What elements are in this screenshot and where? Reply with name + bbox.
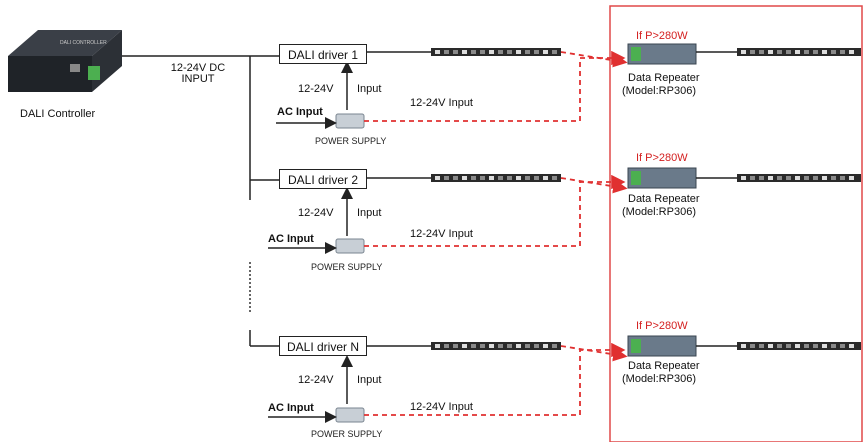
- dali-controller-device: DALI CONTROLLER: [8, 30, 122, 92]
- branch3-led-strip-extended: [737, 342, 861, 350]
- branch2-psu-output-label: 12-24V Input: [410, 228, 473, 240]
- branch2-vertical-right-label: Input: [357, 207, 382, 219]
- branchN-repeater-model: (Model:RP306): [622, 373, 696, 385]
- branch2-repeater-model: (Model:RP306): [622, 206, 696, 218]
- branchN-ac-input-label: AC Input: [268, 402, 314, 414]
- repeater-zone-frame: [609, 5, 863, 442]
- branch1-data-dashed-line: [560, 51, 628, 68]
- branch2-power-supply-label: POWER SUPPLY: [311, 262, 383, 272]
- branch2-repeater-condition: If P>280W: [636, 152, 688, 164]
- branch1-repeater-name: Data Repeater: [628, 72, 700, 84]
- branch2-repeater-terminal: [631, 171, 641, 185]
- branch1-psu-output-label: 12-24V Input: [410, 97, 473, 109]
- branch3-repeater-terminal: [631, 339, 641, 353]
- dali-driver-1: DALI driver 1: [279, 44, 367, 64]
- branch1-repeater-model: (Model:RP306): [622, 85, 696, 97]
- branchN-psu-output-label: 12-24V Input: [410, 401, 473, 413]
- branch1-repeater-terminal: [631, 47, 641, 61]
- branch1-power-supply-label: POWER SUPPLY: [315, 136, 387, 146]
- trunk-label-line1: 12-24V DC: [170, 62, 226, 74]
- dali-driver-2: DALI driver 2: [279, 169, 367, 189]
- branch3-power-supply-unit: [335, 407, 365, 423]
- branch2-led-strip-extended: [737, 174, 861, 182]
- branchN-repeater-condition: If P>280W: [636, 320, 688, 332]
- branch1-led-strip: [431, 48, 561, 56]
- branchN-vertical-left-label: 12-24V: [298, 374, 334, 386]
- branches-layer: [268, 43, 861, 423]
- branch1-data-repeater: [627, 43, 697, 65]
- branch3-data-dashed-line: [560, 345, 628, 362]
- branch2-led-strip: [431, 174, 561, 182]
- branch1-vertical-left-label: 12-24V: [298, 83, 334, 95]
- branch2-vertical-left-label: 12-24V: [298, 207, 334, 219]
- dali-driver-n: DALI driver N: [279, 336, 367, 356]
- branch2-ac-input-label: AC Input: [268, 233, 314, 245]
- trunk-label-line2: INPUT: [181, 73, 215, 85]
- branchN-vertical-right-label: Input: [357, 374, 382, 386]
- branch1-repeater-condition: If P>280W: [636, 30, 688, 42]
- branchN-power-supply-label: POWER SUPPLY: [311, 429, 383, 439]
- branch1-power-supply-unit: [335, 113, 365, 129]
- branch3-psu-power-dashed-line: [364, 342, 626, 416]
- branch2-data-dashed-line: [560, 177, 628, 194]
- controller-label: DALI Controller: [20, 108, 96, 120]
- branchN-repeater-name: Data Repeater: [628, 360, 700, 372]
- branch2-power-supply-unit: [335, 238, 365, 254]
- branch1-psu-power-dashed-line: [364, 50, 626, 122]
- svg-text:DALI CONTROLLER: DALI CONTROLLER: [60, 40, 107, 46]
- branch1-vertical-right-label: Input: [357, 83, 382, 95]
- branch2-repeater-name: Data Repeater: [628, 193, 700, 205]
- branch1-led-strip-extended: [737, 48, 861, 56]
- branch3-led-strip: [431, 342, 561, 350]
- branch2-psu-power-dashed-line: [364, 174, 626, 247]
- branch1-ac-input-label: AC Input: [277, 106, 323, 118]
